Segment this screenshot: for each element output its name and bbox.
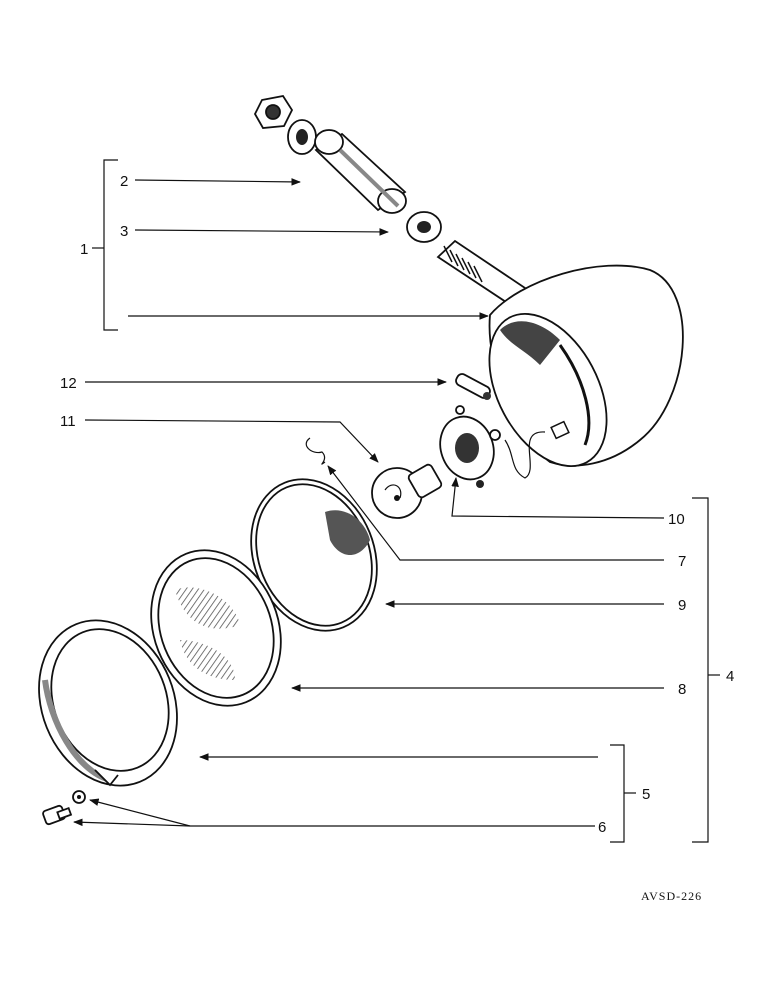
spring-clip-part (305, 437, 326, 465)
callout-1: 1 (80, 241, 88, 258)
callout-11: 11 (60, 413, 76, 430)
small-bulb-part (455, 373, 491, 400)
callout-4: 4 (726, 668, 734, 685)
washer-lower-part (406, 211, 442, 243)
callout-12: 12 (60, 375, 77, 392)
callout-2: 2 (120, 173, 128, 190)
callout-5: 5 (642, 786, 650, 803)
callout-7: 7 (678, 553, 686, 570)
lamp-holder-part (439, 405, 546, 488)
nut-part (253, 95, 294, 129)
drawing-reference: AVSD-226 (641, 889, 702, 903)
spacer-tube-part (314, 129, 407, 214)
callout-9: 9 (678, 597, 686, 614)
callout-3: 3 (120, 223, 128, 240)
lamp-housing-part (488, 264, 684, 468)
washer-top-part (287, 119, 317, 155)
callout-6: 6 (598, 819, 606, 836)
callout-10: 10 (668, 511, 685, 528)
lamp-rim-part (38, 619, 178, 787)
rim-screw-part (42, 790, 86, 826)
reflector-part (250, 478, 378, 632)
leader-lines (73, 159, 720, 843)
lens-part (150, 549, 282, 707)
threaded-stud-part (436, 239, 530, 308)
main-bulb-part (371, 463, 443, 519)
callout-8: 8 (678, 681, 686, 698)
